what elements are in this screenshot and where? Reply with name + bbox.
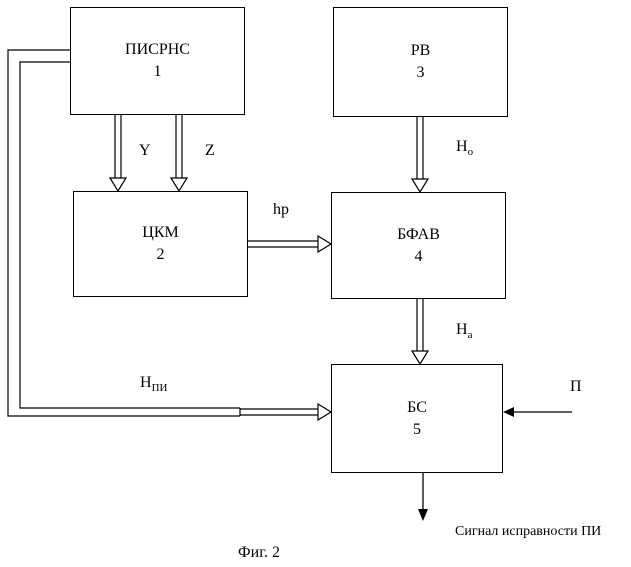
label-p: П [570, 378, 582, 396]
arrow-h-o [412, 117, 428, 192]
arrow-y [110, 115, 126, 191]
block-rv-number: 3 [417, 62, 425, 84]
block-ckm-number: 2 [157, 244, 165, 266]
arrow-h-a [412, 299, 428, 364]
arrow-output [418, 473, 428, 521]
block-ckm-name: ЦКМ [142, 222, 178, 244]
figure-caption: Фиг. 2 [238, 544, 280, 562]
label-h-a-main: H [456, 321, 468, 338]
label-h-pi-sub: ПИ [152, 382, 168, 394]
label-h-a-sub: a [468, 329, 473, 341]
block-pisrns-number: 1 [154, 61, 162, 83]
block-ckm: ЦКМ 2 [73, 191, 248, 297]
arrow-p [503, 407, 572, 417]
arrow-z [171, 115, 187, 191]
label-z: Z [205, 142, 215, 160]
label-output: Сигнал исправности ПИ [455, 524, 601, 540]
label-hr: hр [273, 201, 289, 219]
block-bs-number: 5 [413, 419, 421, 441]
block-bfav-number: 4 [415, 246, 423, 268]
block-pisrns: ПИСРНС 1 [70, 7, 245, 115]
block-bfav-name: БФАВ [397, 224, 440, 246]
label-h-pi-main: H [140, 374, 152, 391]
label-h-o-main: H [456, 138, 468, 155]
block-rv-name: РВ [411, 40, 431, 62]
label-h-o: Ho [456, 138, 473, 158]
block-rv: РВ 3 [333, 7, 508, 117]
block-pisrns-name: ПИСРНС [125, 39, 190, 61]
label-y: Y [139, 142, 151, 160]
arrow-hr [248, 236, 331, 252]
block-bfav: БФАВ 4 [331, 192, 506, 299]
label-h-a: Ha [456, 321, 472, 341]
block-bs: БС 5 [331, 364, 503, 473]
label-h-o-sub: o [468, 146, 474, 158]
label-h-pi: HПИ [140, 374, 167, 394]
block-bs-name: БС [407, 397, 427, 419]
